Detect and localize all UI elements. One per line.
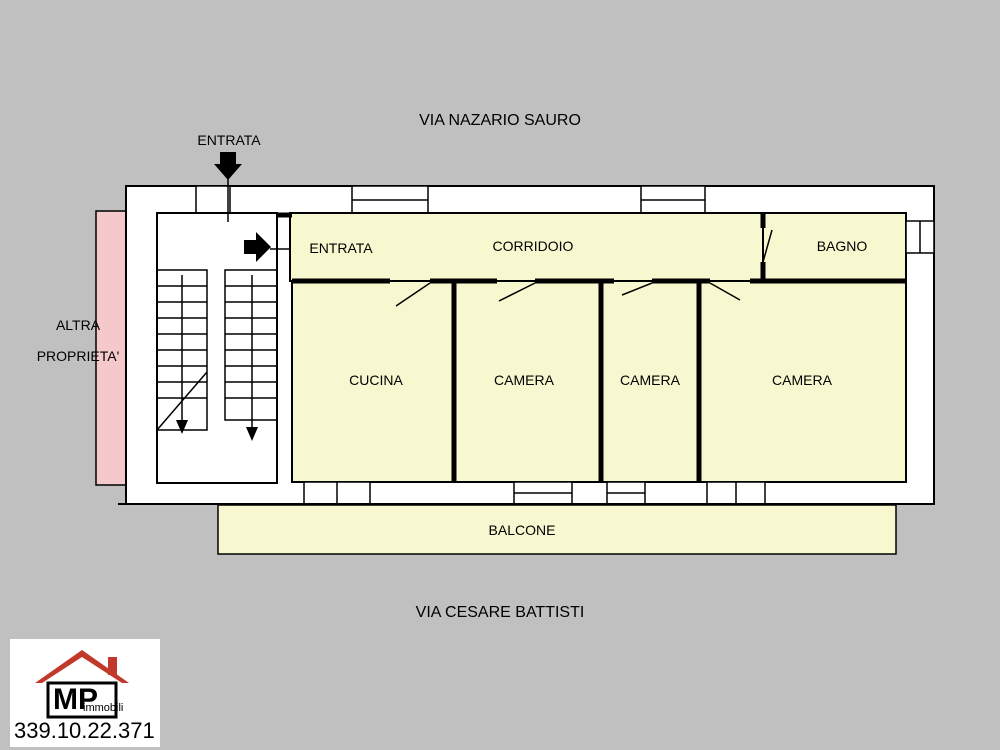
bathroom-label: BAGNO: [817, 238, 868, 254]
logo-letters: MP: [53, 683, 98, 716]
corridor-label: CORRIDOIO: [493, 238, 574, 254]
stairs: [156, 269, 278, 432]
agency-logo: MP immobili: [10, 639, 160, 747]
bedroom-3-label: CAMERA: [772, 372, 833, 388]
logo-brand: immobili: [83, 702, 123, 714]
kitchen-label: CUCINA: [349, 372, 403, 388]
phone-number: 339.10.22.371: [14, 718, 155, 743]
bathroom-room: [762, 212, 907, 282]
balcony-area: [217, 504, 897, 555]
bedroom-1-label: CAMERA: [494, 372, 555, 388]
street-south-label: VIA CESARE BATTISTI: [416, 604, 585, 621]
neighbor-label-line1: ALTRA: [56, 317, 101, 333]
street-north-label: VIA NAZARIO SAURO: [419, 112, 581, 129]
south-windows: [303, 481, 766, 505]
internal-walls: [277, 212, 906, 482]
bedroom-1-room: [453, 280, 602, 483]
east-window: [905, 220, 935, 254]
apartment-entrance-label: ENTRATA: [309, 240, 373, 256]
logo-roof-icon: [35, 650, 129, 683]
kitchen-room: [291, 280, 455, 483]
neighbor-label-line2: PROPRIETA': [37, 348, 120, 364]
apartment-entry-arrow: [244, 232, 271, 262]
balcony-label: BALCONE: [489, 522, 556, 538]
bedroom-3-room: [698, 280, 907, 483]
bedroom-2-room: [600, 280, 700, 483]
stair-arrow-left: [176, 420, 188, 434]
main-entry-arrow: [214, 152, 242, 180]
north-windows: [195, 185, 706, 214]
main-entrance-label: ENTRATA: [197, 132, 261, 148]
stair-arrow-right: [246, 427, 258, 441]
bedroom-2-label: CAMERA: [620, 372, 681, 388]
door-swings: [395, 229, 773, 307]
